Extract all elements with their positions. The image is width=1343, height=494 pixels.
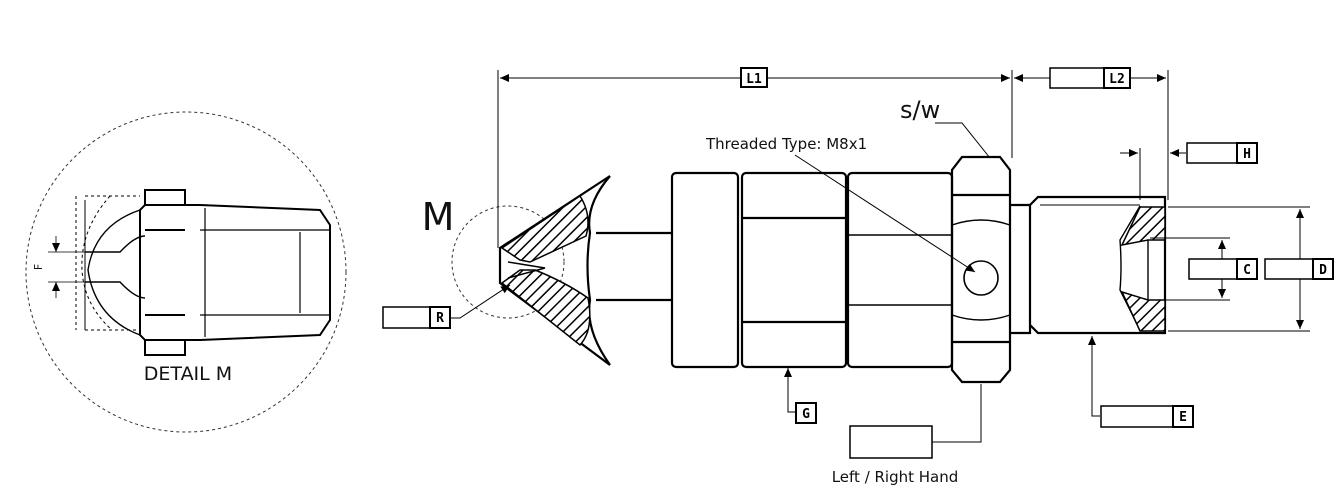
- callout-threaded-type: Threaded Type: M8x1: [705, 135, 867, 153]
- detail-dim-f: F: [32, 236, 85, 298]
- tip-section-lower: [500, 269, 591, 347]
- dim-tag-h: H: [1186, 142, 1258, 164]
- detail-phantom-lines: [75, 195, 140, 331]
- tip-section-upper: [500, 194, 589, 263]
- end-section-upper: [1120, 206, 1166, 247]
- dim-tag-r: R: [382, 306, 451, 329]
- dim-tag-g: G: [795, 402, 817, 424]
- detail-marker-letter: M: [422, 195, 455, 239]
- main-nozzle-view: M: [422, 155, 1167, 384]
- callout-sw: s/w: [900, 96, 940, 124]
- dim-tag-e: E: [1100, 405, 1194, 428]
- detail-marker-circle: [451, 205, 565, 319]
- nozzle-body-sections: [670, 171, 954, 369]
- dim-tag-d: D: [1264, 258, 1334, 280]
- detail-nozzle-body: [84, 189, 331, 356]
- svg-text:D: D: [1319, 263, 1327, 278]
- svg-text:R: R: [436, 311, 444, 326]
- hex-nut: [950, 155, 1012, 384]
- svg-text:G: G: [802, 407, 810, 422]
- end-section-lower: [1120, 290, 1166, 332]
- dim-tag-c: C: [1188, 258, 1258, 280]
- svg-text:L1: L1: [746, 72, 762, 87]
- dimension-lines: [450, 70, 1310, 443]
- hand-value-box: [849, 425, 933, 459]
- svg-text:E: E: [1179, 410, 1187, 425]
- detail-m-view: F DETAIL M: [25, 111, 347, 433]
- tip-orifice: [507, 261, 546, 279]
- dim-tag-l2: L2: [1049, 67, 1131, 89]
- detail-caption: DETAIL M: [144, 363, 232, 385]
- svg-text:L2: L2: [1109, 72, 1125, 87]
- dim-tag-l1: L1: [740, 67, 768, 88]
- detail-dim-f-label: F: [32, 264, 45, 270]
- detail-boundary-circle: [25, 111, 347, 433]
- hand-caption: Left / Right Hand: [832, 468, 959, 486]
- svg-text:C: C: [1243, 263, 1251, 278]
- svg-text:H: H: [1243, 147, 1251, 162]
